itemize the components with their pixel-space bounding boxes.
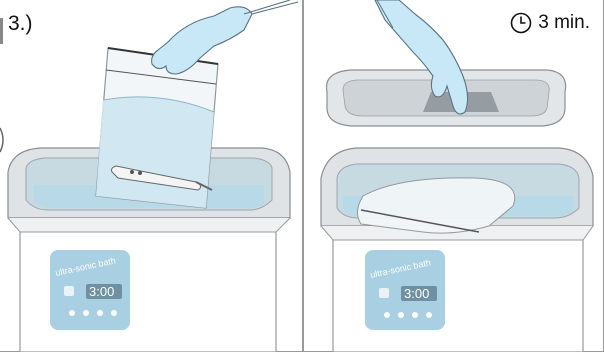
right-panel-drawing: ultra-sonic bath 3:00 [303, 0, 603, 352]
edge-mark [0, 18, 3, 44]
left-panel-drawing [0, 0, 302, 352]
edge-mark [0, 128, 3, 152]
bath-timer-display: 3:00 [404, 286, 429, 301]
clock-icon [510, 12, 532, 34]
step-number: 3.) [8, 12, 33, 36]
bath-control-panel [50, 250, 130, 330]
duration-indicator: 3 min. [510, 12, 590, 34]
duration-label: 3 min. [538, 12, 590, 34]
gloved-hand-left [152, 0, 298, 74]
